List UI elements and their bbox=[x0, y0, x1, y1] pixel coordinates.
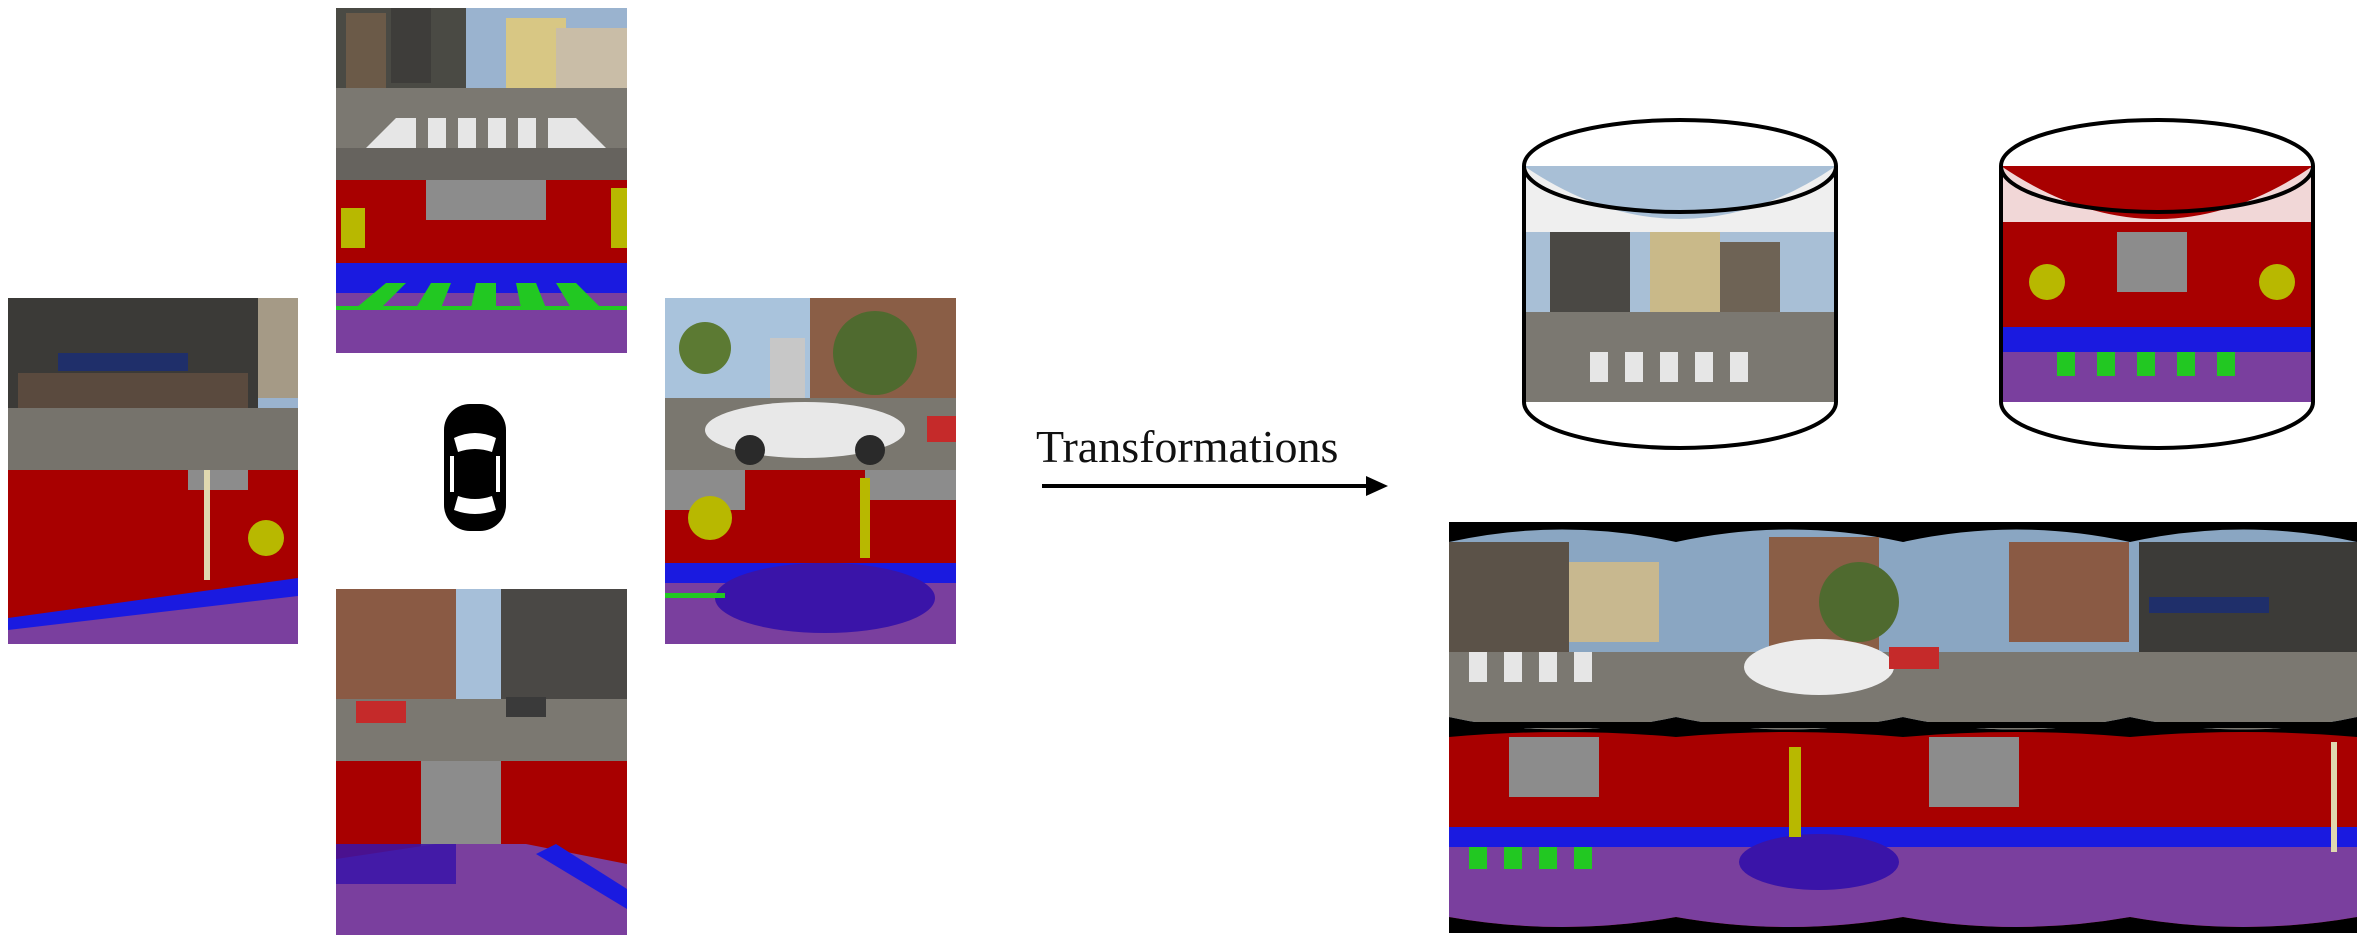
transformations-label: Transformations bbox=[1036, 421, 1339, 472]
front-camera-view bbox=[336, 8, 627, 353]
left-camera-view bbox=[8, 298, 298, 644]
panorama-illustration bbox=[1449, 529, 2357, 927]
left-camera-illustration bbox=[8, 298, 298, 644]
cylinder-projection-icon bbox=[1999, 118, 2315, 450]
front-camera-illustration bbox=[336, 8, 627, 353]
panorama-output bbox=[1449, 522, 2357, 933]
rear-camera-view bbox=[336, 589, 627, 935]
right-camera-view bbox=[665, 298, 956, 644]
cylinder-projection-rgb bbox=[1520, 112, 1840, 452]
cylinder-projection-icon bbox=[1522, 118, 1838, 450]
cylinder-projection-segmentation bbox=[1997, 112, 2317, 452]
car-top-view-icon bbox=[440, 400, 510, 535]
rear-camera-illustration bbox=[336, 589, 627, 935]
right-camera-illustration bbox=[665, 298, 956, 644]
